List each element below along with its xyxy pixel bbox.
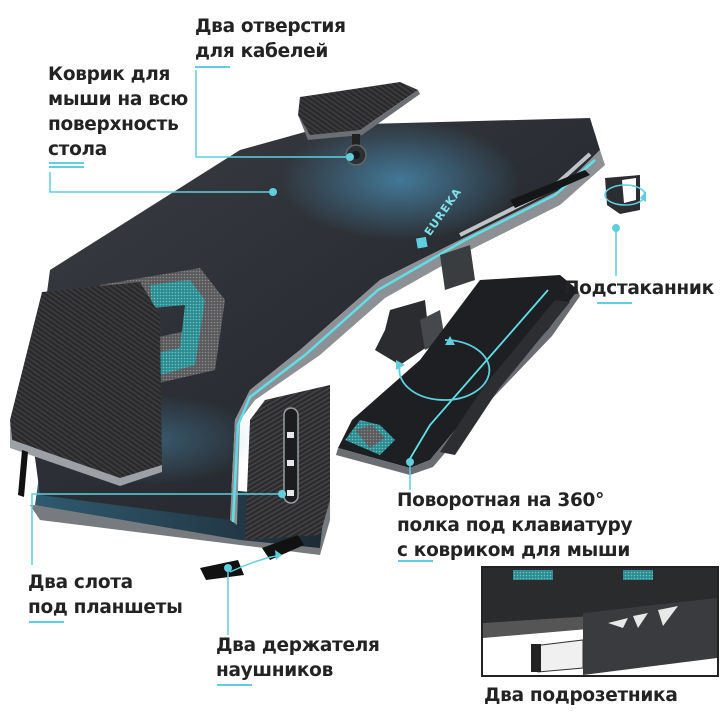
label-line: поверхность bbox=[48, 114, 179, 135]
label-line: Два отверстия bbox=[195, 16, 346, 37]
label-tablet-slots: Два слота под планшеты bbox=[28, 570, 183, 620]
label-socket-holders: Два подрозетника bbox=[484, 683, 678, 708]
accent-underline bbox=[195, 66, 230, 68]
label-line: Два слота bbox=[28, 572, 133, 593]
accent-underline bbox=[217, 684, 252, 686]
label-line: Поворотная на 360° bbox=[397, 490, 605, 511]
accent-underline bbox=[29, 621, 64, 623]
label-cup-holder: Подстаканник bbox=[564, 276, 714, 301]
monitor-shelf bbox=[298, 82, 418, 135]
label-line: Два подрозетника bbox=[484, 685, 678, 706]
accent-underline bbox=[49, 166, 84, 168]
accent-underline bbox=[49, 162, 84, 164]
label-line: с ковриком для мыши bbox=[397, 540, 630, 561]
label-line: наушников bbox=[216, 660, 333, 681]
label-line: полка под клавиатуру bbox=[397, 515, 633, 536]
label-full-mousepad: Коврик для мыши на всю поверхность стола bbox=[48, 62, 188, 162]
socket-holder-illustration bbox=[483, 568, 717, 675]
label-cable-holes: Два отверстия для кабелей bbox=[195, 14, 346, 64]
label-line: стола bbox=[48, 139, 107, 160]
label-keyboard-tray: Поворотная на 360° полка под клавиатуру … bbox=[397, 488, 633, 563]
accent-underline bbox=[597, 302, 632, 304]
label-headphone-hooks: Два держателя наушников bbox=[216, 633, 380, 683]
label-line: под планшеты bbox=[28, 597, 183, 618]
socket-holder-inset bbox=[481, 566, 719, 677]
accent-underline bbox=[398, 560, 433, 562]
label-line: Коврик для bbox=[48, 64, 171, 85]
tablet-shelf bbox=[10, 282, 162, 478]
label-line: Два держателя bbox=[216, 635, 380, 656]
label-line: для кабелей bbox=[195, 41, 329, 62]
label-line: мыши на всю bbox=[48, 89, 188, 110]
label-line: Подстаканник bbox=[564, 278, 714, 299]
